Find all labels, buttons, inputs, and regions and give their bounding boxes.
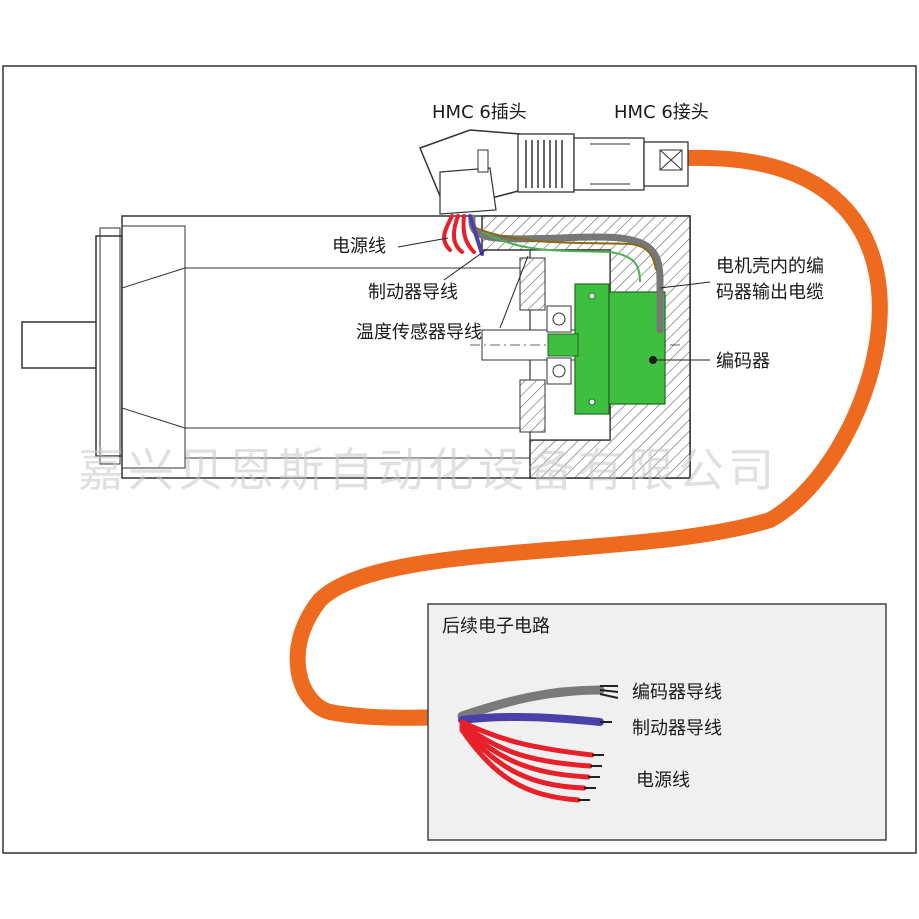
orange-cable (289, 149, 888, 726)
label-plug: HMC 6插头 (432, 102, 527, 123)
temp-wire-internal (479, 229, 641, 283)
label-box-title: 后续电子电路 (442, 616, 550, 637)
power-wires-plug (442, 214, 484, 256)
label-power-line: 电源线 (332, 236, 386, 257)
label-encoder: 编码器 (716, 351, 770, 372)
output-wires (457, 685, 605, 803)
label-connector: HMC 6接头 (614, 102, 709, 123)
hmc6-connector (573, 137, 689, 191)
motor-shaft (21, 321, 99, 369)
encoder-cable-internal (468, 214, 664, 334)
watermark: 嘉兴贝恩斯自动化设备有限公司 (78, 443, 778, 497)
encoder-body (574, 283, 610, 415)
hmc6-plug (419, 129, 575, 215)
label-brake-line: 制动器导线 (368, 282, 458, 303)
label-temp-line: 温度传感器导线 (356, 322, 482, 343)
label-encoder-cable-1: 电机壳内的编 (716, 256, 824, 277)
label-out-brake: 制动器导线 (632, 718, 722, 739)
label-out-encoder: 编码器导线 (632, 682, 722, 703)
label-out-power: 电源线 (636, 770, 690, 791)
label-encoder-cable-2: 码器输出电缆 (716, 282, 824, 303)
electronics-box (427, 603, 887, 841)
